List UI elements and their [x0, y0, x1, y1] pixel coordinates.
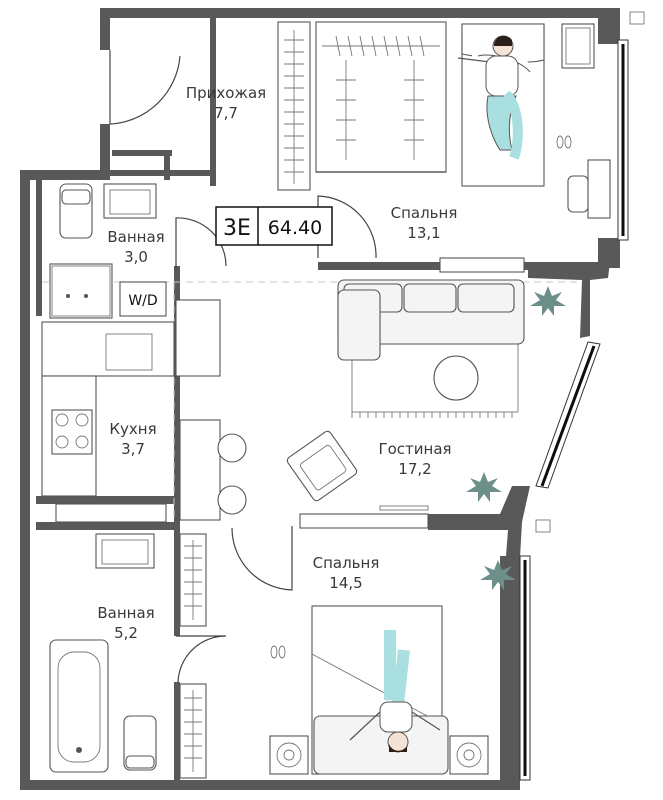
wardrobe-bedroom1 [315, 21, 447, 173]
room-label-bathroom2: Ванная 5,2 [97, 604, 154, 642]
doors [109, 50, 377, 683]
person-sleeping-top [457, 35, 536, 160]
total-area: 64.40 [268, 217, 322, 239]
room-area: 3,0 [124, 248, 148, 266]
plant-icon [466, 472, 502, 502]
room-name: Прихожая [186, 84, 266, 102]
bath2-fixtures [49, 533, 157, 773]
windows [519, 11, 645, 781]
room-name: Ванная [97, 604, 154, 622]
walls [20, 8, 620, 790]
room-label-hall: Прихожая 7,7 [186, 84, 266, 122]
living-fixtures [286, 279, 525, 529]
washer-dryer-label: W/D [128, 293, 157, 309]
room-name: Ванная [107, 228, 164, 246]
room-area: 13,1 [407, 224, 440, 242]
room-name: Спальня [313, 554, 380, 572]
room-name: Спальня [391, 204, 458, 222]
room-area: 17,2 [398, 460, 431, 478]
room-label-kitchen: Кухня 3,7 [109, 420, 156, 458]
room-area: 5,2 [114, 624, 138, 642]
wardrobe-hall [277, 21, 311, 191]
bath1-fixtures [49, 183, 167, 319]
washer-dryer: W/D [128, 293, 157, 309]
room-area: 14,5 [329, 574, 362, 592]
bed-bedroom2 [269, 605, 489, 775]
kitchen-fixtures [41, 299, 247, 523]
room-name: Гостиная [378, 440, 451, 458]
room-label-bedroom2: Спальня 14,5 [313, 554, 380, 592]
apartment-badge: 3E 64.40 [215, 206, 333, 246]
apartment-code: 3E [223, 216, 251, 241]
room-label-bathroom1: Ванная 3,0 [107, 228, 164, 266]
room-label-living: Гостиная 17,2 [378, 440, 451, 478]
wardrobe-bath2 [179, 533, 207, 779]
room-label-bedroom1: Спальня 13,1 [391, 204, 458, 242]
plant-icon [530, 286, 566, 316]
person-lounging-bottom [349, 630, 441, 753]
plant-icon [480, 560, 516, 590]
room-name: Кухня [109, 420, 156, 438]
room-area: 7,7 [214, 104, 238, 122]
room-area: 3,7 [121, 440, 145, 458]
